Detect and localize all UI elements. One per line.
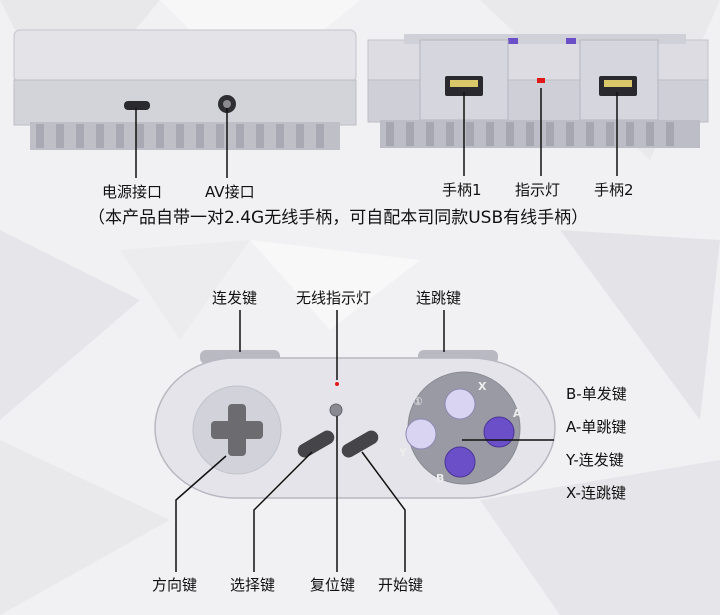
controller1-port-label: 手柄1 (442, 181, 482, 199)
select-button-label: 选择键 (230, 576, 276, 594)
y-button-label: Y-连发键 (566, 451, 624, 469)
console-rear-left (13, 29, 357, 150)
gamepad (154, 350, 556, 499)
av-port-label: AV接口 (205, 183, 255, 201)
reset-button-label: 复位键 (310, 576, 356, 594)
x-button (444, 388, 476, 420)
controller2-port-label: 手柄2 (594, 181, 634, 199)
b-button-label: B-单发键 (566, 385, 627, 403)
start-button (341, 430, 379, 458)
controller-callouts (175, 310, 554, 572)
x-button-letter: X (478, 380, 487, 393)
dpad-label: 方向键 (152, 576, 198, 594)
select-button (297, 430, 335, 458)
a-button-label: A-单跳键 (566, 418, 627, 436)
console-front-right (367, 34, 709, 148)
wireless-indicator-label: 无线指示灯 (296, 289, 372, 307)
start-button-label: 开始键 (378, 576, 424, 594)
indicator-light-icon (537, 78, 545, 83)
a-button (483, 416, 515, 448)
b-button (444, 446, 476, 478)
x-button-label: X-连跳键 (566, 484, 626, 502)
turbo-jump-button-label: 连跳键 (416, 289, 462, 307)
reset-button (329, 403, 343, 417)
indicator-light-label: 指示灯 (515, 181, 561, 199)
y-button (405, 418, 437, 450)
power-port-label: 电源接口 (102, 183, 163, 201)
turbo-button-label: 连发键 (212, 289, 258, 307)
b-button-letter: B (436, 472, 445, 485)
y-button-letter: Y (399, 446, 407, 459)
mode-one-marker: ① (413, 395, 423, 408)
micro-usb-port-icon (124, 101, 150, 110)
dpad-icon (211, 404, 263, 456)
a-button-letter: A (513, 407, 522, 420)
product-note: （本产品自带一对2.4G无线手柄，可自配本司同款USB有线手柄） (88, 208, 589, 228)
wireless-indicator-icon (335, 382, 339, 386)
console-callouts (135, 88, 618, 178)
